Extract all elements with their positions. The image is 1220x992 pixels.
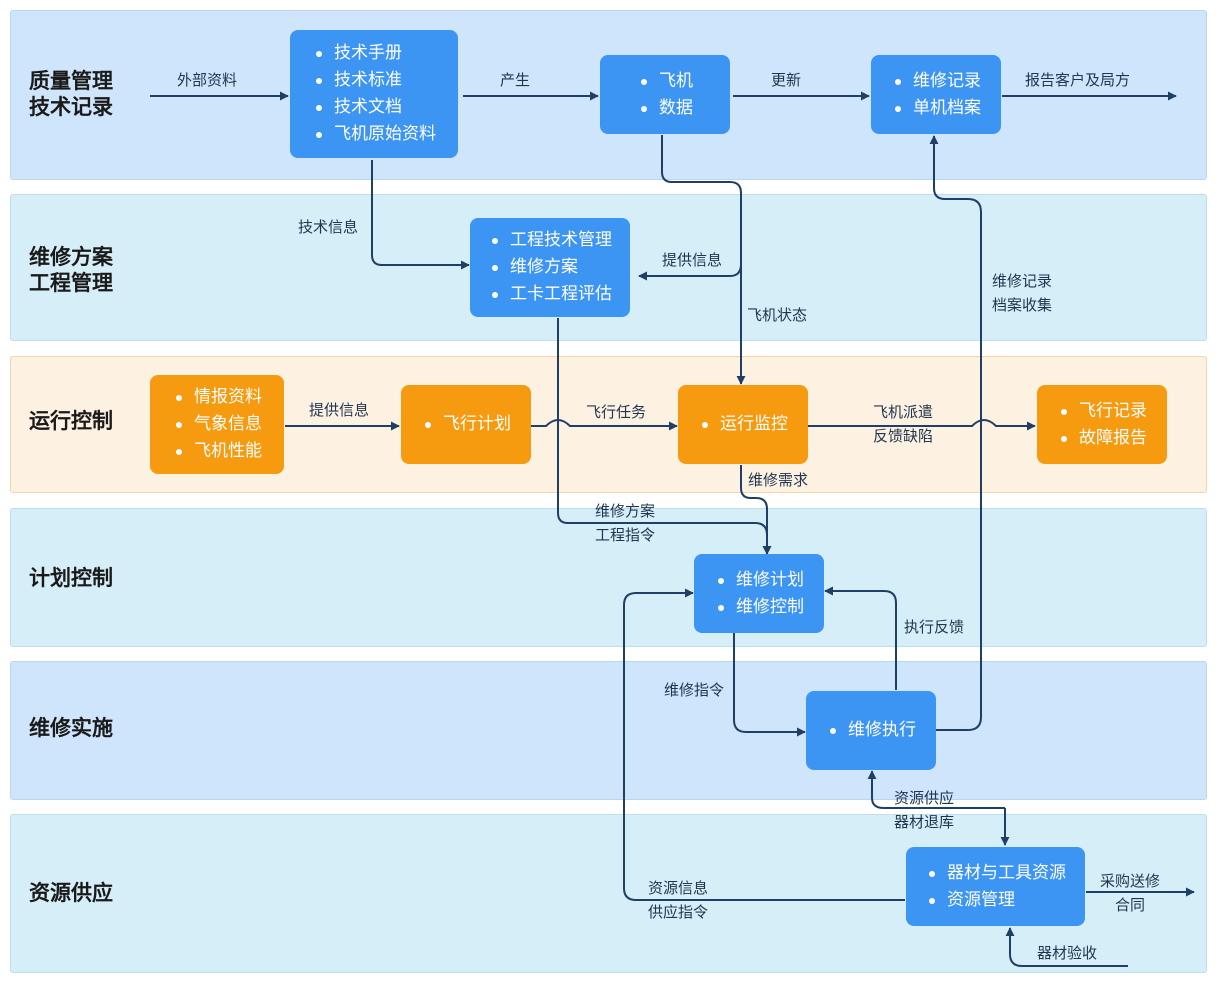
node-intel[interactable]: 情报资料 气象信息 飞机性能 — [150, 375, 284, 474]
arrow-plan-order — [557, 318, 772, 555]
list-item: 技术文档 — [312, 94, 436, 121]
arrow-resource-supply-up — [867, 770, 1005, 809]
label-resource-supply: 资源供应 器材退库 — [894, 789, 955, 831]
list-item: 资源管理 — [925, 887, 1066, 914]
list-item: 故障报告 — [1057, 425, 1147, 452]
list-item: 技术手册 — [312, 40, 436, 67]
arrow-resource-info — [623, 588, 905, 901]
node-maint-records[interactable]: 维修记录 单机档案 — [871, 55, 1001, 134]
label-resource-info: 资源信息 供应指令 — [648, 879, 709, 921]
arrow-dispatch — [808, 419, 1036, 431]
node-engineering[interactable]: 工程技术管理 维修方案 工卡工程评估 — [470, 218, 630, 317]
lane-quality-title: 质量管理 技术记录 — [29, 69, 113, 119]
list-item: 运行监控 — [698, 411, 788, 438]
lane-operations-title: 运行控制 — [29, 409, 113, 433]
lane-planning: 计划控制 — [10, 508, 1207, 647]
lane-engineering-title: 维修方案 工程管理 — [29, 245, 113, 295]
lane-execution-title: 维修实施 — [29, 716, 113, 740]
node-ops-monitor[interactable]: 运行监控 — [678, 385, 808, 464]
node-flight-plan[interactable]: 飞行计划 — [401, 385, 531, 464]
label-flight-task: 飞行任务 — [586, 403, 647, 421]
list-item: 飞行计划 — [421, 411, 511, 438]
list-item: 维修方案 — [488, 254, 612, 281]
arrow-tech-info — [371, 160, 470, 270]
arrow-record-collect — [907, 135, 982, 731]
label-update: 更新 — [771, 71, 802, 89]
list-item: 飞行记录 — [1057, 398, 1147, 425]
label-tech-info: 技术信息 — [298, 218, 359, 236]
list-item: 维修控制 — [714, 594, 804, 621]
arrow-maint-demand — [740, 465, 772, 555]
node-maint-plan[interactable]: 维修计划 维修控制 — [694, 554, 824, 633]
label-maint-order: 维修指令 — [664, 681, 725, 699]
label-produce: 产生 — [500, 71, 531, 89]
label-plan-order: 维修方案 工程指令 — [595, 502, 656, 544]
list-item: 气象信息 — [172, 411, 262, 438]
lane-planning-title: 计划控制 — [29, 566, 113, 590]
label-report: 报告客户及局方 — [1025, 71, 1131, 89]
arrow-acceptance — [1005, 927, 1128, 967]
node-aircraft-data[interactable]: 飞机 数据 — [600, 55, 730, 134]
list-item: 数据 — [637, 95, 693, 122]
list-item: 器材与工具资源 — [925, 860, 1066, 887]
label-exec-feedback: 执行反馈 — [904, 618, 965, 636]
label-record-collect: 维修记录 档案收集 — [992, 272, 1053, 314]
label-procurement: 采购送修 合同 — [1100, 872, 1161, 914]
list-item: 飞机 — [637, 68, 693, 95]
node-flight-records[interactable]: 飞行记录 故障报告 — [1037, 385, 1167, 464]
node-maint-exec[interactable]: 维修执行 — [806, 691, 936, 770]
arrow-maint-order — [733, 633, 806, 737]
label-provide-info-engineering: 提供信息 — [662, 251, 723, 269]
list-item: 单机档案 — [891, 95, 981, 122]
list-item: 飞机原始资料 — [312, 121, 436, 148]
node-resources[interactable]: 器材与工具资源 资源管理 — [906, 847, 1085, 926]
lane-execution: 维修实施 — [10, 661, 1207, 800]
list-item: 飞机性能 — [172, 438, 262, 465]
lane-resources-title: 资源供应 — [29, 881, 113, 905]
list-item: 技术标准 — [312, 67, 436, 94]
label-acceptance: 器材验收 — [1037, 944, 1098, 962]
list-item: 维修记录 — [891, 68, 981, 95]
list-item: 工卡工程评估 — [488, 281, 612, 308]
node-tech-manuals[interactable]: 技术手册 技术标准 技术文档 飞机原始资料 — [290, 30, 458, 158]
list-item: 情报资料 — [172, 384, 262, 411]
arrow-exec-feedback — [824, 586, 897, 690]
label-dispatch: 飞机派遣 反馈缺陷 — [873, 403, 934, 445]
list-item: 维修执行 — [826, 717, 916, 744]
arrow-provide-info-engineering — [638, 135, 742, 281]
label-provide-info-flight: 提供信息 — [309, 401, 370, 419]
label-external-data: 外部资料 — [177, 71, 238, 89]
list-item: 工程技术管理 — [488, 227, 612, 254]
list-item: 维修计划 — [714, 567, 804, 594]
label-aircraft-status: 飞机状态 — [747, 306, 808, 324]
label-maint-demand: 维修需求 — [748, 471, 809, 489]
